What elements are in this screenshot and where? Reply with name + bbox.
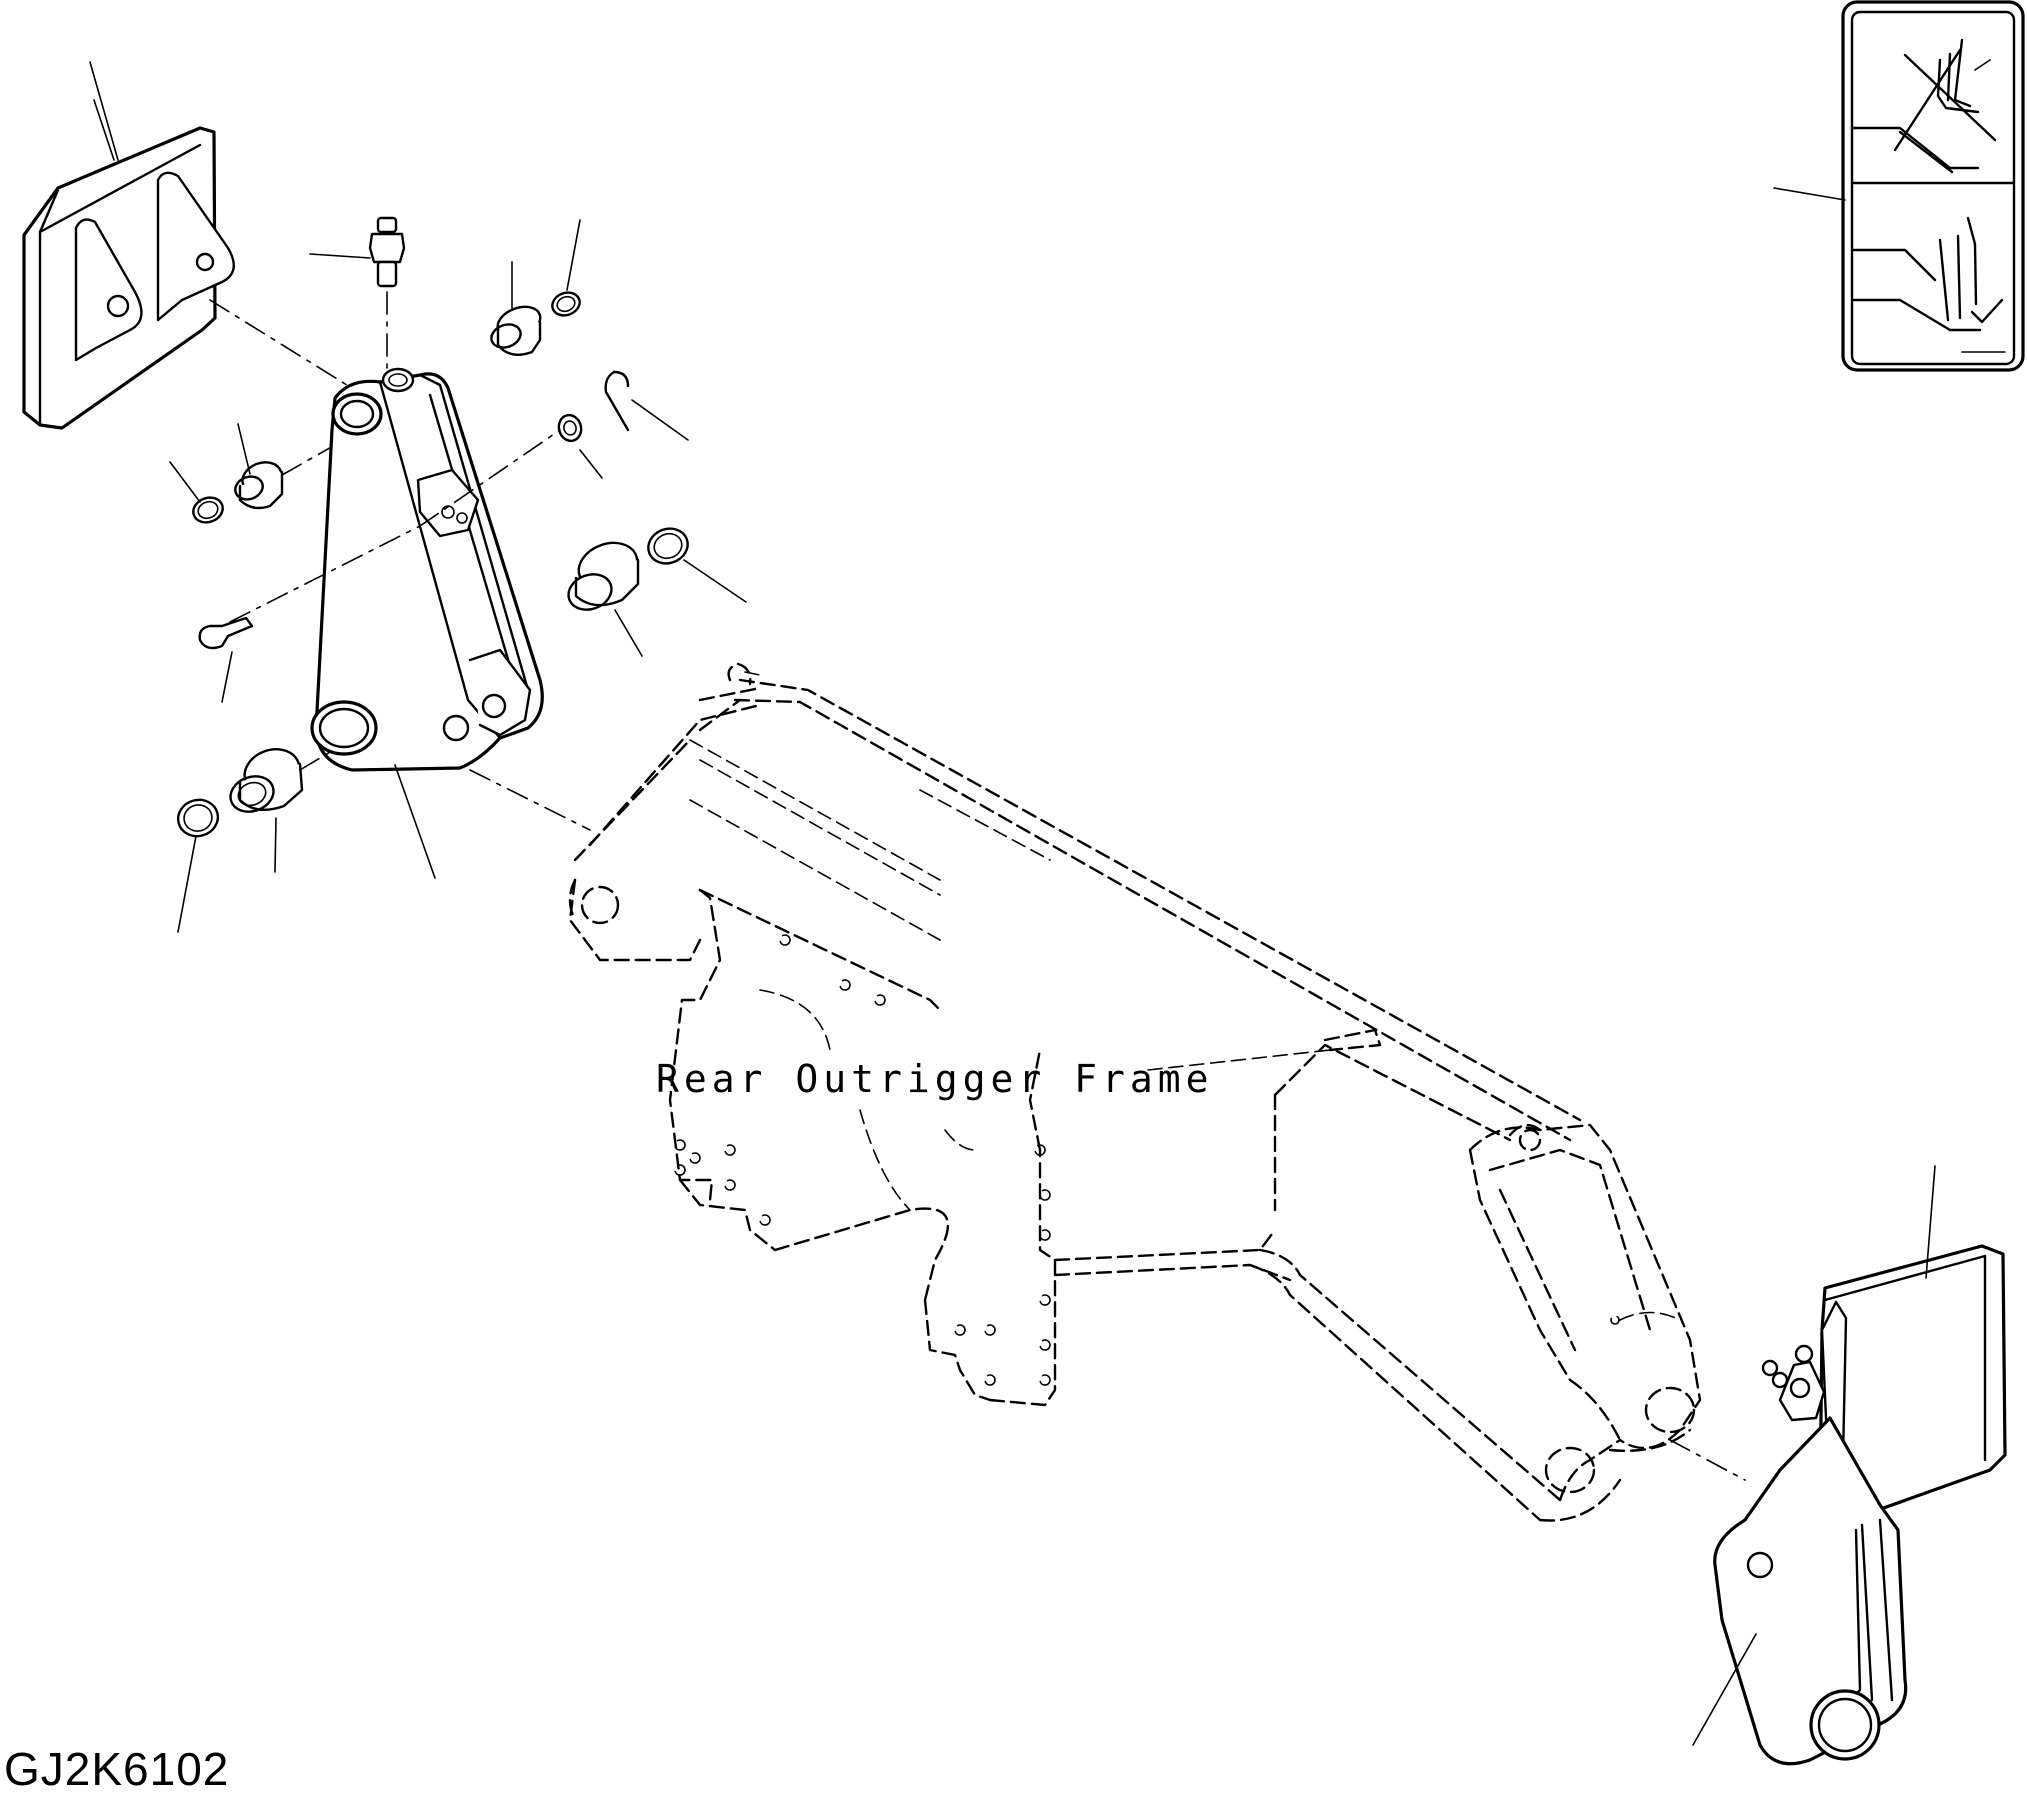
bolt bbox=[198, 616, 254, 703]
assembly-centerline bbox=[1669, 1439, 1746, 1481]
drawing-id-label: GJ2K6102 bbox=[4, 1743, 230, 1795]
upper-bushing-left bbox=[234, 423, 336, 510]
label-leader bbox=[1147, 1049, 1331, 1071]
leader-line bbox=[579, 449, 603, 479]
upper-seal-left bbox=[169, 461, 224, 524]
washer bbox=[557, 413, 603, 479]
leader-line bbox=[221, 651, 233, 703]
leader-line bbox=[274, 817, 277, 873]
rear-outrigger-frame bbox=[568, 662, 1702, 1522]
leader-line bbox=[1925, 1165, 1936, 1279]
leader-line bbox=[566, 219, 581, 291]
prohibited-operation-icon bbox=[1850, 38, 1997, 174]
outrigger-arm bbox=[310, 367, 544, 879]
upper-pad-plate bbox=[22, 61, 235, 430]
leader-line bbox=[1692, 1633, 1757, 1746]
correct-operation-icon bbox=[1850, 216, 2006, 353]
leader-line bbox=[93, 99, 115, 161]
leader-line bbox=[309, 253, 371, 259]
warning-decal bbox=[1773, 0, 2025, 372]
middle-bushing bbox=[567, 541, 643, 657]
assembly-centerline bbox=[469, 769, 591, 831]
leader-line bbox=[237, 423, 251, 475]
leader-line bbox=[89, 61, 119, 161]
grease-fitting bbox=[309, 216, 406, 369]
upper-bushing-right bbox=[490, 261, 542, 356]
lower-seal bbox=[176, 798, 220, 933]
leader-line bbox=[683, 559, 747, 603]
leader-line bbox=[177, 835, 197, 933]
leader-line bbox=[1773, 187, 1846, 201]
leader-line bbox=[614, 609, 643, 657]
frame-callout-label: Rear Outrigger Frame bbox=[656, 1057, 1214, 1101]
lower-right-arm-assembly bbox=[1692, 1165, 2007, 1766]
middle-seal bbox=[647, 527, 747, 603]
assembly-centerline bbox=[209, 299, 356, 391]
leader-line bbox=[631, 399, 689, 441]
upper-seal-right bbox=[551, 219, 581, 317]
leader-line bbox=[394, 764, 436, 879]
leader-line bbox=[169, 461, 201, 503]
lower-bushing bbox=[229, 748, 331, 873]
cotter-pin bbox=[604, 370, 689, 441]
